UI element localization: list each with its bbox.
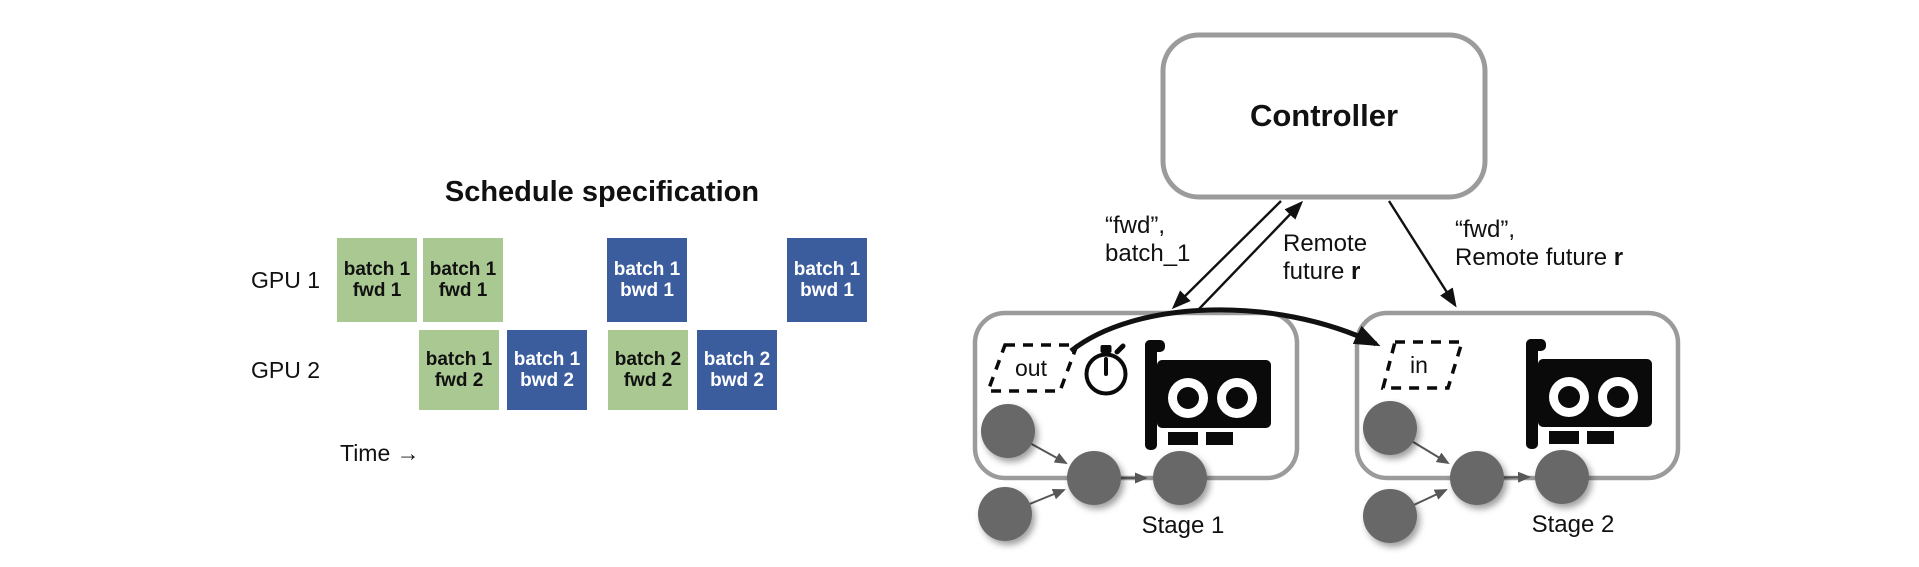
schedule-block-label: batch 1 fwd 1: [343, 259, 411, 301]
gpu2-row-label: GPU 2: [250, 356, 320, 383]
dag-node: [1450, 451, 1504, 505]
schedule-block: batch 2 bwd 2: [697, 330, 777, 410]
schedule-block-label: batch 2 bwd 2: [703, 349, 771, 391]
stage1-label: Stage 1: [1141, 512, 1225, 539]
gpu-icon: [1526, 339, 1652, 449]
dag-node: [1153, 451, 1207, 505]
schedule-block: batch 1 fwd 2: [419, 330, 499, 410]
schedule-block: batch 1 bwd 1: [607, 238, 687, 322]
arrow-stage1-to-controller: [1198, 200, 1304, 310]
stage2-label: Stage 2: [1531, 511, 1615, 538]
schedule-title: Schedule specification: [444, 176, 760, 208]
msg-remote-future-label: Remote future r: [1283, 230, 1367, 286]
schedule-block-label: batch 1 bwd 1: [613, 259, 681, 301]
msg-fwd-remote-future-label: “fwd”, Remote future r: [1455, 216, 1623, 272]
stopwatch-icon: [1084, 343, 1128, 396]
time-axis-label: Time →: [340, 440, 420, 466]
dag-node: [1363, 401, 1417, 455]
gpu1-row-label: GPU 1: [250, 266, 320, 293]
arrow-controller-to-stage2: [1387, 200, 1457, 308]
controller-label: Controller: [1249, 98, 1399, 133]
gpu-icon: [1145, 340, 1271, 450]
dag-node: [1535, 450, 1589, 504]
msg-fwd-batch1-label: “fwd”, batch_1: [1105, 212, 1191, 267]
msg-text: Remote future: [1283, 230, 1368, 285]
in-port-label: in: [1410, 351, 1428, 378]
schedule-block-label: batch 1 fwd 1: [429, 259, 497, 301]
schedule-block-label: batch 1 fwd 2: [425, 349, 493, 391]
schedule-block: batch 1 bwd 2: [507, 330, 587, 410]
dag-node: [1363, 489, 1417, 543]
arrow-controller-to-stage1: [1171, 200, 1282, 310]
dag-stage2: [1363, 401, 1589, 543]
schedule-block: batch 2 fwd 2: [608, 330, 688, 410]
schedule-block: batch 1 fwd 1: [337, 238, 417, 322]
msg-text: “fwd”, Remote future: [1455, 216, 1608, 271]
msg-bold-text: r: [1351, 258, 1361, 285]
dag-stage1: [978, 404, 1207, 541]
schedule-block-label: batch 1 bwd 2: [513, 349, 581, 391]
msg-bold-text: r: [1613, 244, 1624, 271]
out-port: [985, 343, 1080, 393]
out-port-label: out: [1015, 354, 1047, 381]
dag-node: [981, 404, 1035, 458]
schedule-block: batch 1 bwd 1: [787, 238, 867, 322]
in-port: [1380, 340, 1465, 390]
arrow-stage1-to-stage2-data: [1069, 307, 1381, 353]
controller-box: [1160, 32, 1488, 200]
dag-node: [1067, 451, 1121, 505]
schedule-block-label: batch 2 fwd 2: [614, 349, 682, 391]
dag-node: [978, 487, 1032, 541]
schedule-block: batch 1 fwd 1: [423, 238, 503, 322]
schedule-block-label: batch 1 bwd 1: [793, 259, 861, 301]
